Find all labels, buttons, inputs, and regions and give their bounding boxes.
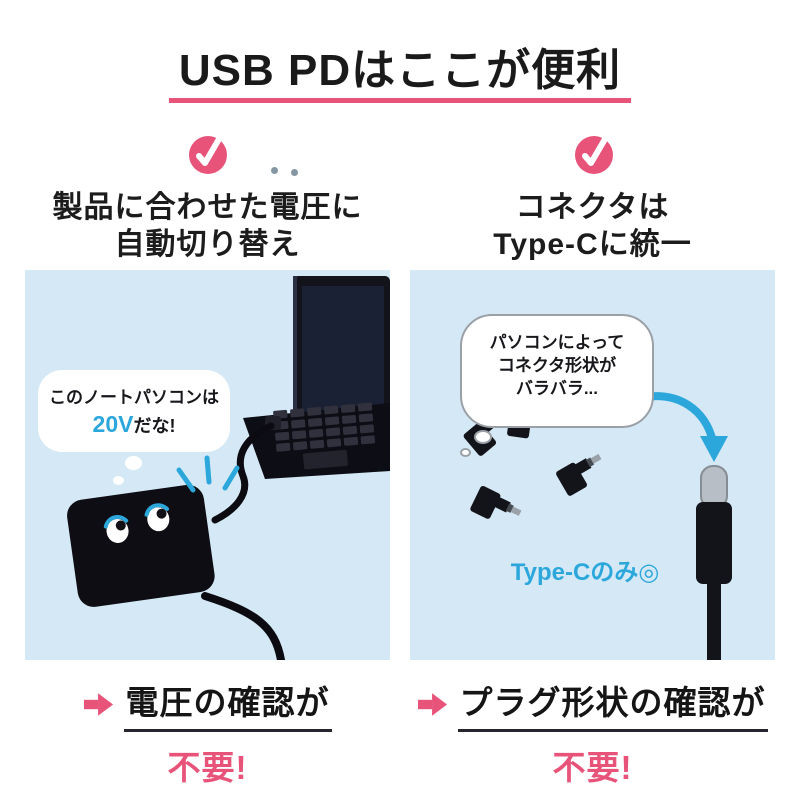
left-heading: 製品に合わせた電圧に 自動切り替え bbox=[25, 189, 390, 263]
bubble-text-line2: 20Vだな! bbox=[38, 411, 230, 438]
right-heading: コネクタは Type-Cに統一 bbox=[410, 189, 775, 263]
left-conclusion-emphasis: 不要! bbox=[167, 749, 248, 786]
title-underline bbox=[169, 98, 631, 103]
dc-plug-icon bbox=[469, 484, 524, 531]
laptop-and-adapter-scene bbox=[67, 276, 390, 660]
right-heading-line2: Type-Cに統一 bbox=[493, 228, 692, 261]
laptop-trackpad bbox=[302, 449, 348, 470]
bubble-tail bbox=[460, 448, 471, 457]
plugs-and-typec-scene bbox=[462, 376, 732, 660]
thought-bubble: このノートパソコンは 20Vだな! bbox=[38, 370, 230, 452]
curved-arrow-head bbox=[700, 436, 728, 462]
right-conclusion-emphasis: 不要! bbox=[552, 749, 633, 786]
speech-bubble: パソコンによって コネクタ形状が バラバラ... bbox=[460, 314, 654, 428]
right-conclusion-text: プラグ形状の確認が bbox=[457, 676, 768, 732]
connector-panel: パソコンによって コネクタ形状が バラバラ... Type-Cのみ◎ bbox=[410, 270, 775, 660]
left-heading-line1: 製品に合わせた電圧に bbox=[52, 191, 363, 224]
type-c-connector-illustration bbox=[696, 465, 732, 660]
check-icon bbox=[189, 136, 227, 174]
voltage-suffix: だな! bbox=[133, 416, 176, 436]
cloud-text-line3: バラバラ... bbox=[516, 379, 598, 398]
adapter-output-cable bbox=[201, 592, 285, 660]
left-heading-line2: 自動切り替え bbox=[114, 228, 301, 261]
emphasis-lines bbox=[176, 455, 240, 493]
type-c-cable bbox=[707, 580, 721, 660]
bubble-tail bbox=[125, 456, 142, 470]
left-conclusion: 電圧の確認が 不要! bbox=[25, 676, 390, 789]
voltage-value: 20V bbox=[92, 411, 134, 437]
right-heading-line1: コネクタは bbox=[515, 191, 670, 224]
cloud-text-line2: コネクタ形状が bbox=[497, 356, 617, 375]
cloud-text-line1: パソコンによって bbox=[489, 333, 625, 352]
dc-plug-icon bbox=[555, 449, 610, 497]
type-c-metal-tip bbox=[700, 465, 728, 509]
check-icon bbox=[575, 136, 613, 174]
right-arrow-icon bbox=[83, 692, 113, 716]
decoration-dot bbox=[291, 169, 298, 176]
left-conclusion-text: 電圧の確認が bbox=[123, 676, 332, 732]
decoration-dot bbox=[271, 167, 278, 174]
page-title: USB PDはここが便利 bbox=[178, 46, 622, 95]
type-c-body bbox=[696, 502, 732, 584]
voltage-panel: このノートパソコンは 20Vだな! bbox=[25, 270, 390, 660]
power-adapter-illustration bbox=[67, 484, 215, 607]
type-c-only-label: Type-Cのみ◎ bbox=[510, 559, 660, 586]
laptop-illustration bbox=[243, 276, 390, 479]
bubble-tail bbox=[113, 476, 124, 485]
right-arrow-icon bbox=[417, 692, 447, 716]
bubble-tail bbox=[474, 430, 492, 444]
right-conclusion: プラグ形状の確認が 不要! bbox=[410, 676, 775, 789]
bubble-text-line1: このノートパソコンは bbox=[49, 388, 219, 407]
power-cable bbox=[211, 422, 275, 524]
